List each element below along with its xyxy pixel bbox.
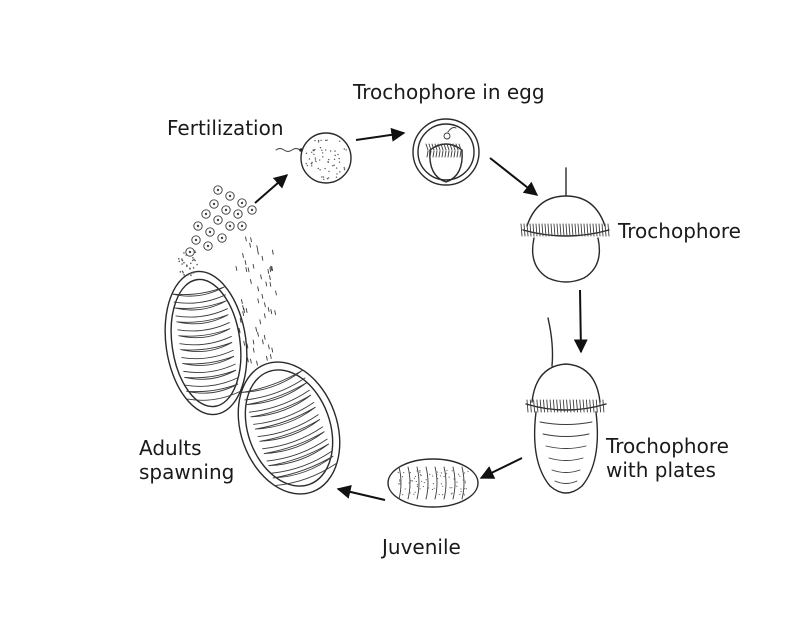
trochophore-with-plates-icon [525, 317, 607, 494]
eggs-icon [177, 185, 257, 277]
label-trochophore-in-egg: Trochophore in egg [353, 80, 545, 104]
sperm-icon [235, 236, 277, 366]
adult-chiton-icon [164, 270, 248, 416]
egg-icon [275, 132, 352, 184]
label-adults-spawning: Adults spawning [139, 436, 235, 484]
juvenile-icon [387, 458, 479, 508]
label-juvenile: Juvenile [382, 535, 461, 559]
label-fertilization: Fertilization [167, 116, 284, 140]
label-trochophore-with-plates: Trochophore with plates [606, 434, 729, 482]
arrow-egg-to-trochophore [489, 157, 539, 196]
arrow-plates-to-juvenile [479, 457, 523, 479]
adult-chiton-icon-2 [237, 361, 341, 495]
arrow-trochophore-to-plates [573, 289, 588, 354]
arrow-spawning-to-fertilization [254, 174, 289, 204]
label-trochophore: Trochophore [618, 219, 741, 243]
arrow-juvenile-to-adults [336, 485, 386, 501]
trochophore-icon [520, 167, 610, 283]
arrow-fertilization-to-egg [355, 127, 406, 142]
trochophore-in-egg-icon [412, 118, 480, 186]
